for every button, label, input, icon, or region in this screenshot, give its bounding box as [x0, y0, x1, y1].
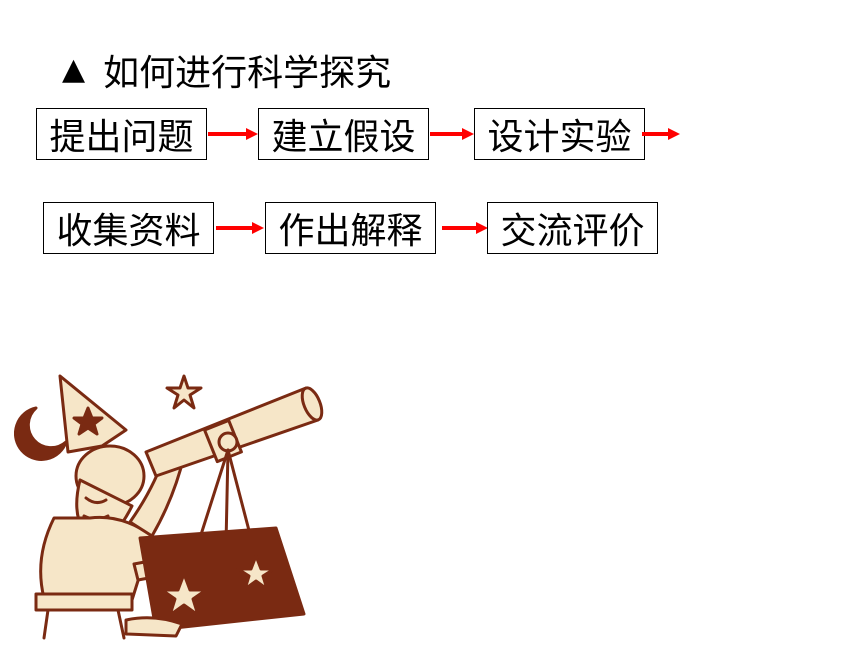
step-box-design-experiment: 设计实验 — [474, 108, 645, 160]
arrow-right-icon — [430, 128, 474, 140]
arrow-right-icon — [442, 222, 488, 234]
arrow-right-icon — [216, 222, 264, 234]
crescent-moon-icon — [14, 406, 68, 461]
triangle-bullet-icon: ▲ — [62, 52, 86, 87]
wizard-telescope-illustration — [14, 374, 324, 640]
step-box-evaluate: 交流评价 — [487, 202, 658, 254]
arrow-right-icon — [642, 128, 680, 140]
step-box-collect-data: 收集资料 — [43, 202, 214, 254]
page-title-text: 如何进行科学探究 — [103, 53, 392, 94]
step-box-hypothesis: 建立假设 — [258, 108, 429, 160]
arrow-right-icon — [208, 128, 258, 140]
page-title: ▲ 如何进行科学探究 — [62, 46, 391, 94]
step-box-explain: 作出解释 — [265, 202, 436, 254]
star-icon — [165, 374, 203, 410]
step-box-ask-question: 提出问题 — [36, 108, 207, 160]
